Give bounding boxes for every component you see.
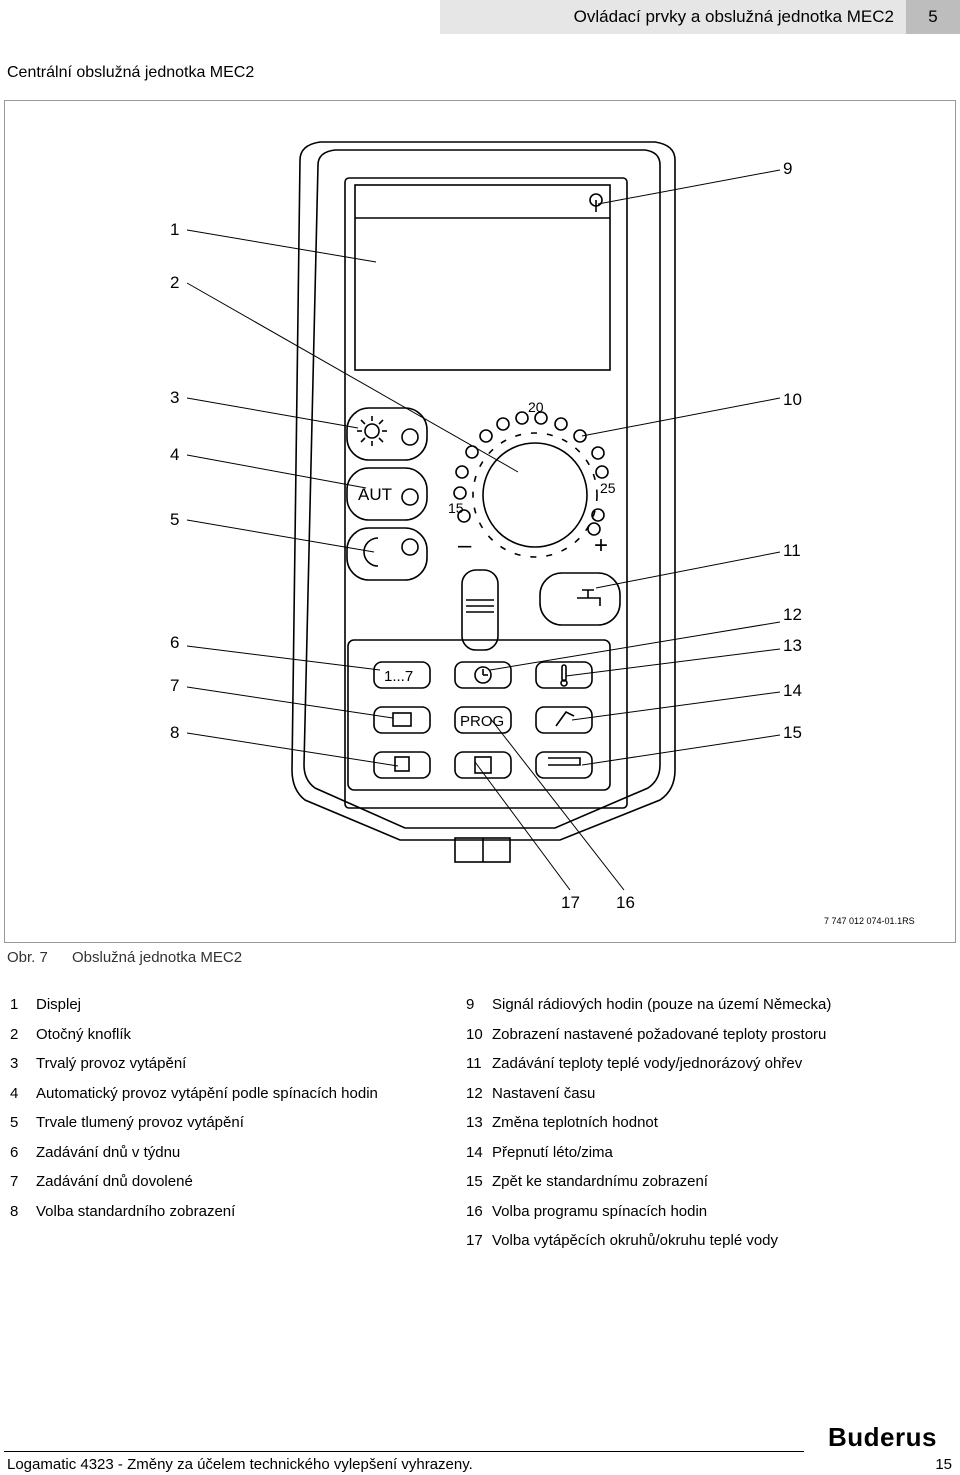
dial-leds [453, 411, 609, 536]
callout-10: 10 [783, 390, 802, 409]
dial-label-25: 25 [600, 480, 616, 496]
umbrella-icon [555, 710, 575, 727]
callout-12: 12 [783, 605, 802, 624]
callout-5: 5 [170, 510, 179, 529]
brand-logo: Buderus [828, 1422, 937, 1452]
section-title: Centrální obslužná jednotka MEC2 [7, 64, 255, 81]
callout-17: 17 [561, 893, 580, 912]
aut-label: AUT [358, 485, 392, 504]
callout-9: 9 [783, 159, 792, 178]
housing-inner [303, 149, 661, 829]
thermometer-icon [561, 664, 567, 682]
summer-winter-button [535, 706, 593, 734]
hot-water-button [539, 572, 621, 626]
callout-14: 14 [783, 681, 802, 700]
display-frame [354, 184, 611, 371]
standard-display-button [373, 751, 431, 779]
prog-button [454, 706, 512, 734]
callout-4: 4 [170, 445, 179, 464]
prog-label: PROG [460, 713, 504, 730]
dial-label-20: 20 [528, 399, 544, 415]
chapter-number: 5 [906, 0, 960, 34]
clock-button [454, 661, 512, 689]
dial-minus: – [458, 532, 472, 559]
tap-icon [577, 589, 601, 606]
callout-13: 13 [783, 636, 802, 655]
footer-text: Logamatic 4323 - Změny za účelem technic… [7, 1456, 473, 1473]
callout-3: 3 [170, 388, 179, 407]
rotary-knob [482, 442, 588, 548]
moon-icon [363, 537, 379, 567]
back-button [535, 751, 593, 779]
figure-frame [4, 100, 956, 943]
figure-caption-text: Obslužná jednotka MEC2 [72, 949, 243, 966]
return-icon [548, 757, 581, 766]
dial-label-15: 15 [448, 500, 464, 516]
front-panel [344, 177, 628, 809]
holiday-button [373, 706, 431, 734]
callout-2: 2 [170, 273, 179, 292]
days-label: 1...7 [384, 668, 413, 685]
suitcase-icon [392, 712, 412, 727]
heating-circuit-button [454, 751, 512, 779]
callout-6: 6 [170, 633, 179, 652]
days-button [373, 661, 431, 689]
callout-16: 16 [616, 893, 635, 912]
footer-rule [4, 1451, 804, 1452]
housing-outline [291, 141, 676, 841]
figure-reference: 7 747 012 074-01.1RS [824, 916, 915, 926]
book-icon [394, 756, 410, 772]
callout-1: 1 [170, 220, 179, 239]
header-title: Ovládací prvky a obslužná jednotka MEC2 [440, 0, 906, 34]
figure-caption-label: Obr. 7 [7, 949, 48, 966]
sun-icon [357, 416, 387, 446]
dial-plus: + [594, 532, 608, 559]
auto-mode-button [346, 467, 428, 521]
cover-slider [461, 569, 499, 651]
reduced-mode-button [346, 527, 428, 581]
page-number: 15 [935, 1456, 952, 1473]
device-drawing: 1 2 3 4 5 6 7 8 9 10 11 12 13 14 15 16 1… [170, 141, 802, 912]
callout-11: 11 [783, 541, 801, 560]
temperature-button [535, 661, 593, 689]
page-header: Ovládací prvky a obslužná jednotka MEC2 … [0, 0, 960, 34]
clock-icon [474, 666, 492, 684]
callout-8: 8 [170, 723, 179, 742]
callout-7: 7 [170, 676, 179, 695]
callout-15: 15 [783, 723, 802, 742]
manual-heating-button [346, 407, 428, 461]
